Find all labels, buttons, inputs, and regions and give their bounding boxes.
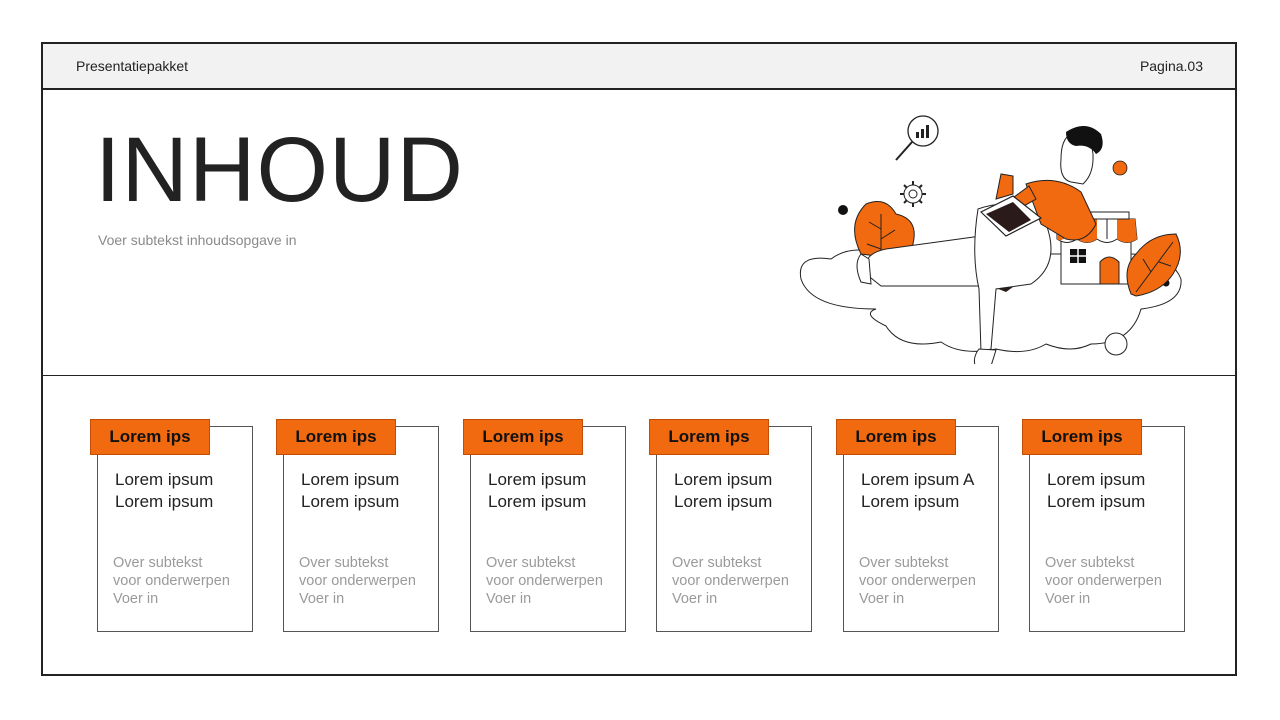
- brand-label: Presentatiepakket: [76, 58, 189, 74]
- card-desc-line: Voer in: [299, 591, 345, 607]
- card-desc-line: Over subtekst: [859, 555, 949, 571]
- card-desc-line: voor onderwerpen: [859, 573, 976, 589]
- card-title: Lorem ipsum Lorem ipsum: [301, 469, 432, 513]
- card-desc-line: Over subtekst: [1045, 555, 1135, 571]
- card-desc-line: voor onderwerpen: [486, 573, 603, 589]
- page-title: INHOUD: [95, 119, 464, 221]
- topic-card[interactable]: Lorem ips Lorem ipsum Lorem ipsum Over s…: [649, 419, 812, 632]
- topic-card[interactable]: Lorem ips Lorem ipsum Lorem ipsum Over s…: [1022, 419, 1185, 632]
- card-title-line: Lorem ipsum: [488, 470, 587, 489]
- card-desc-line: Voer in: [859, 591, 905, 607]
- topic-card[interactable]: Lorem ips Lorem ipsum Lorem ipsum Over s…: [90, 419, 253, 632]
- card-title-line: Lorem ipsum: [115, 470, 214, 489]
- card-title-line: Lorem ipsum: [861, 492, 960, 511]
- card-title: Lorem ipsum Lorem ipsum: [115, 469, 246, 513]
- card-desc-line: Over subtekst: [486, 555, 576, 571]
- card-title-line: Lorem ipsum: [488, 492, 587, 511]
- person-laptop-illustration: [799, 115, 1182, 364]
- card-title-line: Lorem ipsum: [1047, 470, 1146, 489]
- page-number: Pagina.03: [1139, 58, 1203, 74]
- section-divider: [43, 375, 1235, 376]
- card-desc-line: Over subtekst: [299, 555, 389, 571]
- card-description: Over subtekst voor onderwerpen Voer in: [672, 554, 807, 608]
- card-title-line: Lorem ipsum: [674, 470, 773, 489]
- card-title-line: Lorem ipsum: [115, 492, 214, 511]
- card-desc-line: Voer in: [486, 591, 532, 607]
- card-title-line: Lorem ipsum: [301, 470, 400, 489]
- leaf-icon: [854, 201, 915, 260]
- card-description: Over subtekst voor onderwerpen Voer in: [113, 554, 248, 608]
- card-title-line: Lorem ipsum: [1047, 492, 1146, 511]
- card-description: Over subtekst voor onderwerpen Voer in: [299, 554, 434, 608]
- card-title-line: Lorem ipsum: [674, 492, 773, 511]
- card-description: Over subtekst voor onderwerpen Voer in: [859, 554, 994, 608]
- person-icon: [856, 125, 1103, 364]
- card-desc-line: Over subtekst: [113, 555, 203, 571]
- topic-card[interactable]: Lorem ips Lorem ipsum Lorem ipsum Over s…: [463, 419, 626, 632]
- card-desc-line: voor onderwerpen: [672, 573, 789, 589]
- card-description: Over subtekst voor onderwerpen Voer in: [486, 554, 621, 608]
- card-title: Lorem ipsum Lorem ipsum: [1047, 469, 1178, 513]
- card-tag: Lorem ips: [90, 419, 210, 455]
- card-title: Lorem ipsum Lorem ipsum: [674, 469, 805, 513]
- card-desc-line: Voer in: [1045, 591, 1091, 607]
- card-tag: Lorem ips: [276, 419, 396, 455]
- top-bar: Presentatiepakket Pagina.03: [43, 44, 1235, 90]
- card-title-line: Lorem ipsum: [301, 492, 400, 511]
- card-desc-line: Over subtekst: [672, 555, 762, 571]
- card-title-line: Lorem ipsum A: [861, 470, 975, 489]
- topic-card[interactable]: Lorem ips Lorem ipsum A Lorem ipsum Over…: [836, 419, 999, 632]
- slide-frame: Presentatiepakket Pagina.03 INHOUD Voer …: [41, 42, 1237, 676]
- card-tag: Lorem ips: [836, 419, 956, 455]
- card-tag: Lorem ips: [649, 419, 769, 455]
- card-tag: Lorem ips: [1022, 419, 1142, 455]
- card-title: Lorem ipsum Lorem ipsum: [488, 469, 619, 513]
- card-tag: Lorem ips: [463, 419, 583, 455]
- page-subtitle: Voer subtekst inhoudsopgave in: [98, 232, 297, 248]
- card-desc-line: Voer in: [672, 591, 718, 607]
- card-desc-line: voor onderwerpen: [1045, 573, 1162, 589]
- card-desc-line: voor onderwerpen: [299, 573, 416, 589]
- card-description: Over subtekst voor onderwerpen Voer in: [1045, 554, 1180, 608]
- card-title: Lorem ipsum A Lorem ipsum: [861, 469, 992, 513]
- magnifier-chart-icon: [895, 115, 939, 161]
- leaf-icon: [1126, 233, 1181, 297]
- gear-icon: [900, 181, 926, 207]
- topic-card[interactable]: Lorem ips Lorem ipsum Lorem ipsum Over s…: [276, 419, 439, 632]
- card-desc-line: voor onderwerpen: [113, 573, 230, 589]
- card-desc-line: Voer in: [113, 591, 159, 607]
